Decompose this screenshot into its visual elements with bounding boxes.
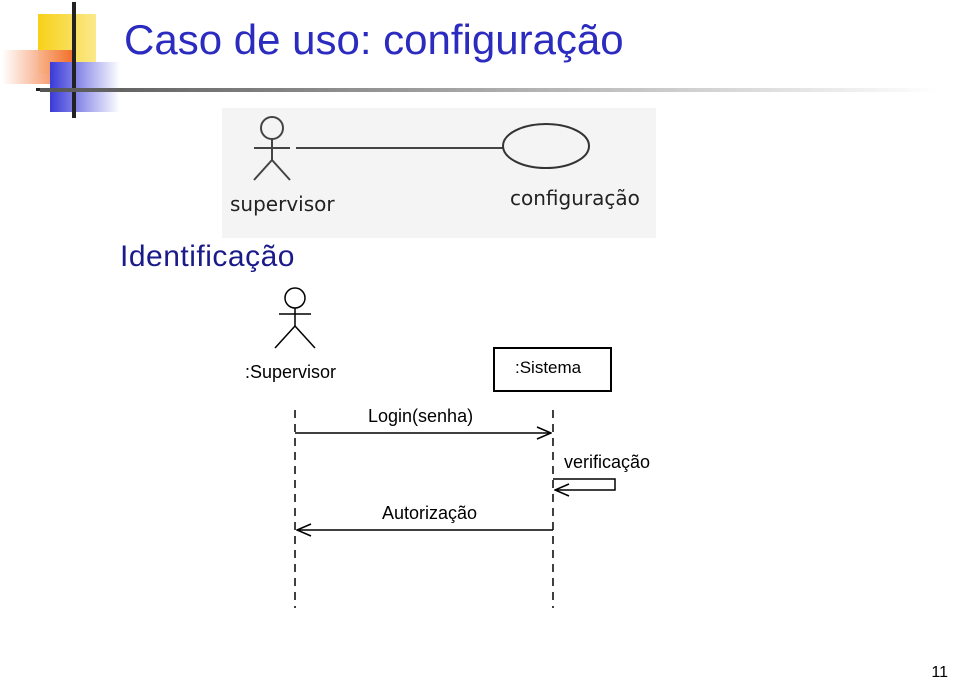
use-case-drawing [253, 116, 590, 181]
slide-title: Caso de uso: configuração [124, 16, 624, 63]
use-case-actor-label: supervisor [230, 192, 335, 216]
authorization-message-label: Autorização [382, 503, 478, 523]
sequence-actor-label: :Supervisor [245, 362, 337, 382]
verification-message-label: verificação [564, 452, 651, 472]
title-underline [40, 88, 940, 92]
logo-blue-square [50, 62, 120, 112]
sequence-actor-icon [274, 287, 316, 349]
login-message-label: Login(senha) [368, 406, 474, 426]
section-heading: Identificação [120, 240, 295, 273]
system-object-box: :Sistema [493, 347, 612, 392]
use-case-diagram: supervisor configuração [222, 108, 656, 238]
use-case-ellipse [502, 123, 590, 169]
use-case-name-label: configuração [510, 186, 640, 210]
page-number: 11 [931, 664, 948, 681]
system-object-label: :Sistema [515, 358, 582, 377]
logo-vertical-line [72, 2, 76, 118]
slide-logo [2, 2, 126, 118]
verification-self-message-arrow [553, 478, 616, 490]
use-case-actor-icon [253, 116, 291, 181]
